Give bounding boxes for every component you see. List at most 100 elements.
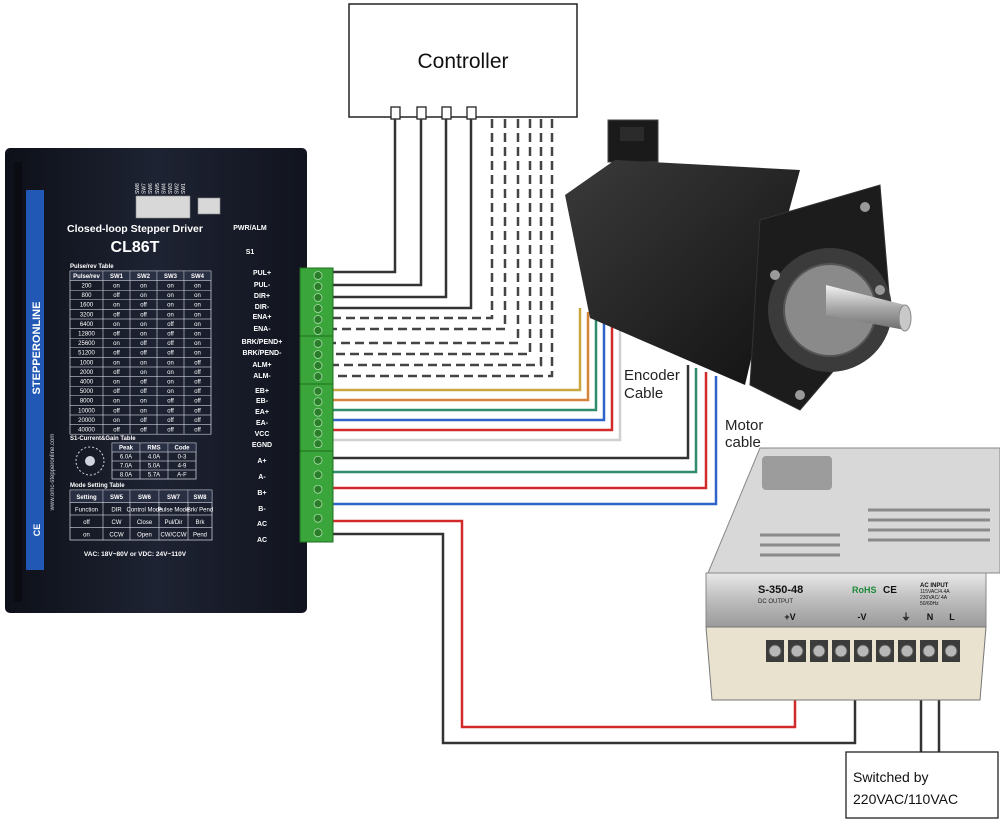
terminal-screw [313, 315, 323, 324]
pulse-rev-table-cell: off [167, 341, 174, 347]
mode-setting-table-header: SW7 [167, 495, 181, 501]
mode-setting-table-cell: on [83, 533, 90, 539]
terminal-screw [313, 528, 323, 538]
sw-header-label: SW1 [181, 183, 187, 194]
pulse-rev-table-cell: 200 [81, 284, 92, 290]
psu-screw [922, 644, 936, 658]
encoder-cable-label-line1: Encoder [624, 367, 680, 384]
terminal-block [299, 450, 334, 543]
pulse-rev-table-cell: on [194, 312, 201, 318]
wire-a-minus [332, 368, 698, 474]
pulse-rev-table-cell: on [140, 322, 147, 328]
psu-top-vents [760, 508, 990, 557]
switched-by-line1: Switched by [853, 769, 928, 785]
current-gain-table-cell-box [167, 469, 197, 480]
wire-b-minus [332, 376, 718, 506]
wire-pul-plus [332, 119, 397, 274]
terminal-label: ENA+ [253, 314, 272, 321]
pulse-rev-table-cell: 20000 [78, 418, 95, 424]
mode-setting-table-header: SW5 [110, 495, 124, 501]
motor-bolt-3 [770, 270, 780, 280]
psu-terminal-label: -V [858, 612, 867, 622]
wire-dir-plus [332, 119, 448, 299]
mode-setting-table-cell: Pend [193, 533, 207, 539]
mode-setting-table-cell: CCW [109, 533, 124, 539]
sw-header-label: SW4 [161, 183, 167, 194]
pulse-rev-table-cell: on [113, 418, 120, 424]
led-indicator [197, 197, 221, 215]
pulse-rev-table-cell: 25600 [78, 341, 95, 347]
mode-setting-table-cell: off [83, 520, 90, 526]
wire-egnd [332, 328, 622, 442]
motor-bolt-1 [860, 202, 870, 212]
pulse-rev-table-cell: on [113, 360, 120, 366]
psu-terminal-screws [766, 640, 960, 662]
wire-pul-minus [332, 119, 423, 287]
pulse-rev-table-cell: on [167, 312, 174, 318]
pulse-rev-table-cell: off [167, 418, 174, 424]
pulse-rev-table-title: Pulse/rev Table [70, 264, 114, 270]
motor-connector-notch [620, 127, 644, 141]
mains-switch-box: Switched by 220VAC/110VAC [845, 751, 999, 819]
sw-header-label: SW2 [175, 183, 181, 194]
pulse-rev-table-cell: on [113, 322, 120, 328]
current-gain-table-header: Code [175, 445, 191, 451]
pulse-rev-table-cell: off [140, 351, 147, 357]
terminal-label: BRK/PEND+ [242, 339, 283, 346]
terminal-screw [313, 418, 323, 428]
psu-screw [878, 644, 892, 658]
terminal-label: VCC [255, 431, 270, 438]
pulse-rev-table-cell: off [194, 418, 201, 424]
current-gain-table-cell: 6.0A [120, 454, 132, 460]
motor-bolt-4 [795, 390, 805, 400]
pulse-rev-table-cell: on [194, 293, 201, 299]
pulse-rev-table-cell: on [167, 284, 174, 290]
terminal-label: EA+ [255, 409, 269, 416]
pulse-rev-table-cell: on [167, 293, 174, 299]
terminal-label: DIR+ [254, 293, 270, 300]
pulse-rev-table-cell: on [194, 284, 201, 290]
psu-screw [790, 644, 804, 658]
psu-fan [762, 456, 832, 490]
mode-setting-table-cell: Pulse Mode [158, 508, 190, 514]
terminal-screw [313, 372, 323, 381]
motor-shaft [826, 285, 905, 330]
terminal-screw [313, 361, 323, 370]
pulse-rev-table-cell: 1600 [80, 303, 94, 309]
wire-alm-plus [332, 119, 543, 367]
motor-shaft-end [898, 304, 912, 332]
current-gain-table-header: Peak [119, 445, 134, 451]
terminal-screw [313, 304, 323, 313]
current-gain-table-cell: 4-9 [178, 463, 187, 469]
pulse-rev-table-cell: on [113, 303, 120, 309]
pulse-rev-table-cell: 3200 [80, 312, 94, 318]
wire-a-plus [332, 365, 690, 460]
pulse-rev-table-cell: 1000 [80, 360, 94, 366]
mode-setting-table-cell: Close [137, 520, 153, 526]
terminal-label: B- [258, 506, 266, 513]
psu-ce: CE [883, 585, 897, 596]
pulse-rev-table-cell: on [140, 284, 147, 290]
wires [332, 119, 941, 752]
terminal-screw [313, 499, 323, 509]
wire-eb-plus [332, 308, 582, 392]
sw-header-label: SW3 [168, 183, 174, 194]
terminal-label: EB+ [255, 388, 269, 395]
psu-ac-input-line: 230VAC/ 4A [920, 595, 948, 601]
motor-cable-label-line2: cable [725, 434, 761, 451]
pulse-rev-table-cell: on [113, 399, 120, 405]
terminal-screw [313, 407, 323, 417]
terminal-label: A+ [257, 458, 266, 465]
psu-screw [944, 644, 958, 658]
terminal-label: PUL+ [253, 270, 271, 277]
pulse-rev-table-cell: on [140, 360, 147, 366]
pulse-rev-table-cell: on [113, 380, 120, 386]
psu-model: S-350-48 [758, 584, 803, 596]
psu-screw [812, 644, 826, 658]
psu-terminal-label: +V [784, 612, 795, 622]
power-supply: S-350-48 DC OUTPUT RoHS CE AC INPUT115VA… [705, 447, 1000, 701]
terminal-labels: PUL+PUL-DIR+DIR-ENA+ENA-BRK/PEND+BRK/PEN… [242, 270, 283, 544]
psu-rohs: RoHS [852, 585, 877, 595]
